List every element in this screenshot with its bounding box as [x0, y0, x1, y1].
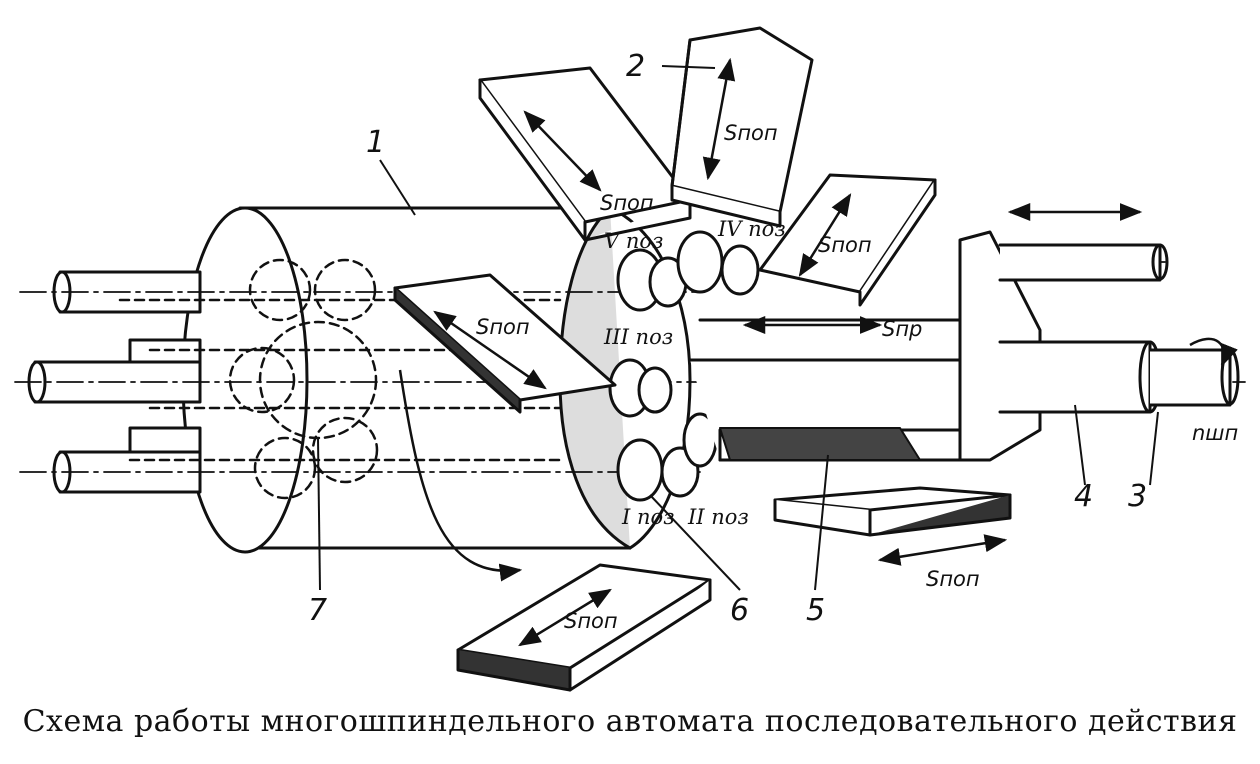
arrow-top-left: [523, 110, 602, 192]
spindle-positions: [608, 230, 760, 502]
cross-slide-top-left: [478, 66, 692, 242]
cross-slide-bottom-right: [773, 486, 1012, 537]
feed-label-top-right: Sпоп: [818, 233, 872, 257]
tool-slide: [688, 230, 1240, 462]
feed-label-bottom-right: Sпоп: [926, 567, 980, 591]
callout-6: 6: [730, 593, 749, 628]
position-4-label: IV поз: [717, 217, 786, 241]
feed-label-top-left: Sпоп: [600, 191, 654, 215]
callout-2: 2: [626, 49, 645, 84]
feed-label-bottom-left: Sпоп: [564, 609, 618, 633]
callout-5: 5: [806, 593, 825, 628]
callout-1: 1: [366, 125, 385, 160]
position-3-label: III поз: [603, 325, 673, 349]
arrow-spindle-rotation: [1189, 337, 1238, 368]
leader-lines: [317, 65, 1159, 591]
spindle-speed-label: nшп: [1192, 421, 1238, 445]
feed-label-longitudinal: Sпр: [882, 317, 922, 341]
arrow-top-vertical: [702, 57, 736, 181]
arrow-bottom-left: [518, 588, 612, 647]
callout-7: 7: [308, 593, 327, 628]
arrow-top-right: [798, 193, 852, 277]
feed-label-top-vertical: Sпоп: [724, 121, 778, 145]
arrow-drum-rotation: [398, 369, 523, 582]
arrow-middle: [433, 310, 547, 390]
position-5-label: V поз: [604, 229, 663, 253]
figure-caption: Схема работы многошпиндельного автомата …: [22, 704, 1238, 739]
motion-arrows: [398, 57, 1238, 647]
position-1-label: I поз: [621, 505, 675, 529]
arrow-bottom-right: [877, 534, 1008, 566]
callout-4: 4: [1074, 479, 1093, 514]
feed-label-middle: Sпоп: [476, 315, 530, 339]
callout-3: 3: [1128, 479, 1147, 514]
position-2-label: II поз: [687, 505, 749, 529]
